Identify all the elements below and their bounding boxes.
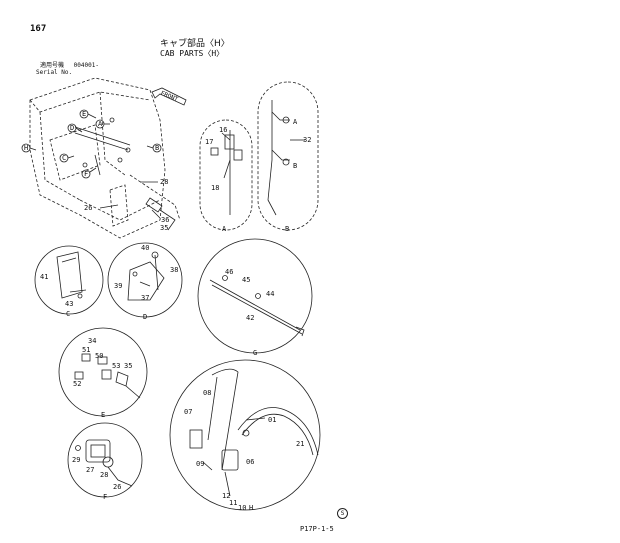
serial-label-jp: 適用号機 004001- (40, 60, 99, 69)
label-a-16: 16 (219, 126, 227, 134)
callout-f-letter: F (84, 170, 89, 178)
label-d-40: 40 (141, 244, 149, 252)
label-h-12: 12 (222, 492, 230, 500)
callout-h-letter: H (24, 144, 29, 152)
detail-e (58, 327, 148, 417)
detail-a (199, 119, 253, 231)
label-main-26: 26 (84, 204, 92, 212)
detail-b (257, 81, 319, 231)
detail-f (67, 422, 143, 498)
callout-d-icon (67, 123, 83, 133)
footer-mark: S (337, 508, 348, 519)
detail-g (197, 238, 313, 354)
callout-c-letter: C (62, 154, 67, 162)
label-g-42: 42 (246, 314, 254, 322)
detail-d-label: D (143, 313, 148, 321)
label-h-09: 09 (196, 460, 204, 468)
detail-g-label: G (253, 349, 258, 357)
label-f-28: 28 (100, 471, 108, 479)
cab-assembly-outline (29, 77, 181, 239)
label-e-52: 52 (73, 380, 81, 388)
callout-a-letter: A (98, 120, 103, 128)
callout-c-icon (59, 153, 75, 163)
serial-label-en: Serial No. (36, 69, 73, 76)
label-b-b: B (293, 162, 297, 170)
callout-e-letter: E (82, 110, 87, 118)
label-h-01: 01 (268, 416, 276, 424)
cab-assembly-solid (74, 117, 176, 231)
label-main-35: 35 (160, 224, 168, 232)
label-e-50: 50 (95, 352, 103, 360)
callout-f-icon (81, 167, 97, 179)
front-arrow-icon (151, 87, 187, 106)
callout-d-letter: D (70, 124, 75, 132)
detail-c (34, 245, 104, 315)
detail-c-label: C (66, 310, 71, 318)
detail-f-label: F (103, 493, 108, 501)
title-en: CAB PARTS〈H〉 (160, 49, 225, 58)
label-f-26: 26 (113, 483, 121, 491)
label-g-44: 44 (266, 290, 274, 298)
detail-e-label: E (101, 411, 106, 419)
detail-h (169, 359, 321, 511)
label-h-11: 11 (229, 499, 237, 507)
callout-b-icon (146, 143, 162, 153)
label-main-36: 36 (161, 216, 169, 224)
label-e-53: 53 (112, 362, 120, 370)
label-f-27: 27 (86, 466, 94, 474)
label-b-32: 32 (303, 136, 311, 144)
callout-h-icon (21, 143, 37, 153)
label-d-37: 37 (141, 294, 149, 302)
label-c-41: 41 (40, 273, 48, 281)
label-g-46: 46 (225, 268, 233, 276)
label-h-21: 21 (296, 440, 304, 448)
callout-e-icon (79, 109, 97, 119)
footer-code: P17P-1-5 (300, 525, 334, 533)
footer-mark-text: S (340, 510, 345, 517)
label-a-18: 18 (211, 184, 219, 192)
label-h-07: 07 (184, 408, 192, 416)
label-h-08: 08 (203, 389, 211, 397)
label-e-35: 35 (124, 362, 132, 370)
label-a-17: 17 (205, 138, 213, 146)
detail-d (107, 242, 183, 318)
label-b-a: A (293, 118, 298, 126)
label-e-34: 34 (88, 337, 96, 345)
part-labels: 28 26 36 35 16 17 18 32 A B 41 43 40 38 … (40, 118, 311, 512)
page-number: 167 (30, 24, 47, 34)
detail-b-label: B (285, 225, 290, 233)
label-g-45: 45 (242, 276, 250, 284)
label-e-51: 51 (82, 346, 90, 354)
title-jp: キャブ部品〈H〉 (160, 39, 230, 49)
detail-a-label: A (222, 225, 227, 233)
label-h-06: 06 (246, 458, 254, 466)
callout-b-letter: B (155, 144, 160, 152)
label-f-29: 29 (72, 456, 80, 464)
label-d-39: 39 (114, 282, 122, 290)
label-h-10: 10 (238, 504, 246, 512)
callout-a-icon (95, 119, 110, 129)
label-d-38: 38 (170, 266, 178, 274)
label-main-28: 28 (160, 178, 168, 186)
serial-value: 004001- (73, 62, 99, 69)
serial-label-jp-text: 適用号機 (40, 62, 65, 69)
detail-h-label: H (249, 504, 254, 512)
label-c-43: 43 (65, 300, 73, 308)
